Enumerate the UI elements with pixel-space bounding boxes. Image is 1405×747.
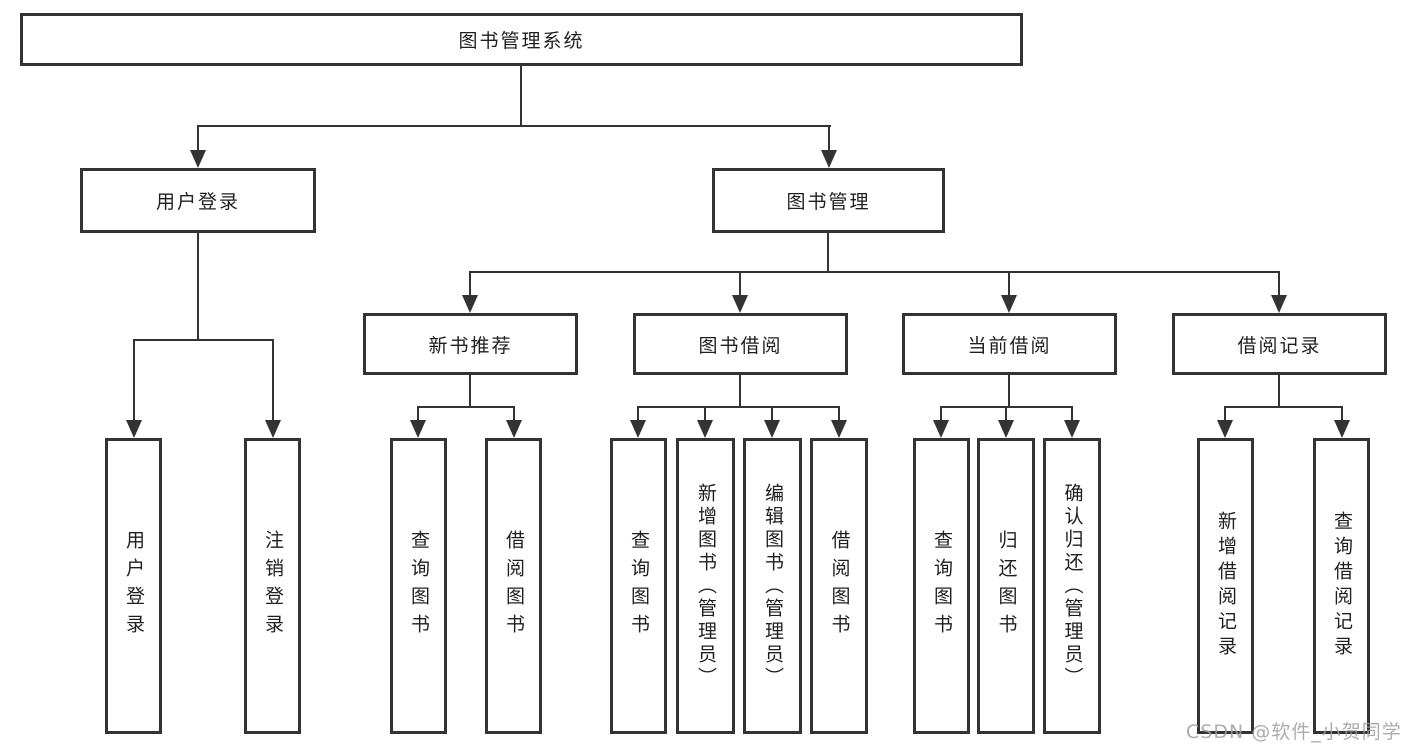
leaf-label: 查询借阅记录: [1331, 511, 1353, 661]
connector-line: [513, 406, 515, 422]
connector-line: [828, 125, 830, 152]
arrow-down-icon: [821, 150, 837, 168]
connector-line: [637, 406, 840, 408]
connector-line: [838, 406, 840, 422]
arrow-down-icon: [630, 420, 646, 438]
leaf-label: 注销登录: [262, 530, 284, 642]
leaf-label: 新增图书（管理员）: [695, 482, 717, 690]
connector-line: [197, 233, 199, 341]
leaf-add-book-admin: 新增图书（管理员）: [676, 438, 735, 734]
leaf-query-books-recommend: 查询图书: [390, 438, 447, 734]
connector-line: [739, 271, 741, 297]
arrow-down-icon: [126, 420, 142, 438]
connector-line: [637, 406, 639, 422]
connector-line: [827, 233, 829, 273]
leaf-query-books-current: 查询图书: [913, 438, 970, 734]
leaf-label: 新增借阅记录: [1215, 511, 1237, 661]
arrow-down-icon: [732, 295, 748, 313]
connector-line: [133, 339, 274, 341]
leaf-borrow-books-borrowing: 借阅图书: [810, 438, 868, 734]
node-borrowing-records: 借阅记录: [1172, 313, 1387, 375]
node-current-borrowing: 当前借阅: [902, 313, 1117, 375]
arrow-down-icon: [1271, 295, 1287, 313]
leaf-user-login: 用户登录: [105, 438, 162, 734]
leaf-logout: 注销登录: [244, 438, 301, 734]
node-label: 用户登录: [155, 191, 240, 213]
connector-line: [771, 406, 773, 422]
connector-line: [940, 406, 942, 422]
connector-line: [417, 406, 419, 422]
connector-line: [133, 339, 135, 422]
arrow-down-icon: [933, 420, 949, 438]
leaf-label: 查询图书: [408, 530, 430, 642]
arrow-down-icon: [998, 420, 1014, 438]
leaf-borrow-books-recommend: 借阅图书: [485, 438, 542, 734]
arrow-down-icon: [1064, 420, 1080, 438]
node-label: 图书管理系统: [458, 30, 585, 52]
watermark-text: CSDN @软件_小贺同学: [1186, 721, 1402, 743]
leaf-label: 编辑图书（管理员）: [762, 482, 784, 690]
connector-line: [272, 339, 274, 422]
connector-line: [469, 271, 471, 297]
leaf-label: 借阅图书: [828, 530, 851, 642]
leaf-label: 查询图书: [931, 530, 953, 642]
arrow-down-icon: [831, 420, 847, 438]
arrow-down-icon: [506, 420, 522, 438]
node-library-management-system: 图书管理系统: [20, 13, 1023, 66]
connector-line: [1008, 375, 1010, 408]
connector-line: [1008, 271, 1010, 297]
leaf-return-books: 归还图书: [977, 438, 1035, 734]
connector-line: [1341, 406, 1343, 422]
leaf-label: 确认归还（管理员）: [1061, 482, 1084, 690]
node-label: 图书管理: [786, 191, 871, 213]
leaf-label: 归还图书: [995, 530, 1018, 642]
leaf-label: 用户登录: [123, 530, 145, 642]
leaf-query-borrow-record: 查询借阅记录: [1313, 438, 1370, 734]
connector-line: [469, 375, 471, 408]
leaf-edit-book-admin: 编辑图书（管理员）: [743, 438, 802, 734]
node-label: 图书借阅: [698, 334, 783, 357]
connector-line: [1071, 406, 1073, 422]
leaf-add-borrow-record: 新增借阅记录: [1197, 438, 1254, 734]
connector-line: [197, 125, 831, 127]
connector-line: [469, 271, 1280, 273]
connector-line: [1278, 271, 1280, 297]
connector-line: [704, 406, 706, 422]
connector-line: [739, 375, 741, 408]
node-label: 当前借阅: [967, 334, 1052, 357]
arrow-down-icon: [265, 420, 281, 438]
connector-line: [1224, 406, 1343, 408]
arrow-down-icon: [190, 150, 206, 168]
node-new-book-recommendation: 新书推荐: [363, 313, 578, 375]
node-label: 新书推荐: [428, 334, 513, 357]
arrow-down-icon: [410, 420, 426, 438]
node-book-borrowing: 图书借阅: [633, 313, 848, 375]
connector-line: [1224, 406, 1226, 422]
node-book-management: 图书管理: [712, 168, 945, 233]
connector-line: [1278, 375, 1280, 408]
connector-line: [1005, 406, 1007, 422]
leaf-query-books-borrowing: 查询图书: [610, 438, 667, 734]
connector-line: [197, 125, 199, 152]
arrow-down-icon: [697, 420, 713, 438]
arrow-down-icon: [764, 420, 780, 438]
connector-line: [417, 406, 515, 408]
arrow-down-icon: [462, 295, 478, 313]
leaf-label: 借阅图书: [503, 530, 525, 642]
node-label: 借阅记录: [1237, 334, 1322, 357]
leaf-confirm-return-admin: 确认归还（管理员）: [1043, 438, 1101, 734]
arrow-down-icon: [1001, 295, 1017, 313]
connector-line: [520, 66, 522, 127]
node-user-login: 用户登录: [80, 168, 316, 233]
arrow-down-icon: [1217, 420, 1233, 438]
arrow-down-icon: [1334, 420, 1350, 438]
leaf-label: 查询图书: [628, 530, 650, 642]
